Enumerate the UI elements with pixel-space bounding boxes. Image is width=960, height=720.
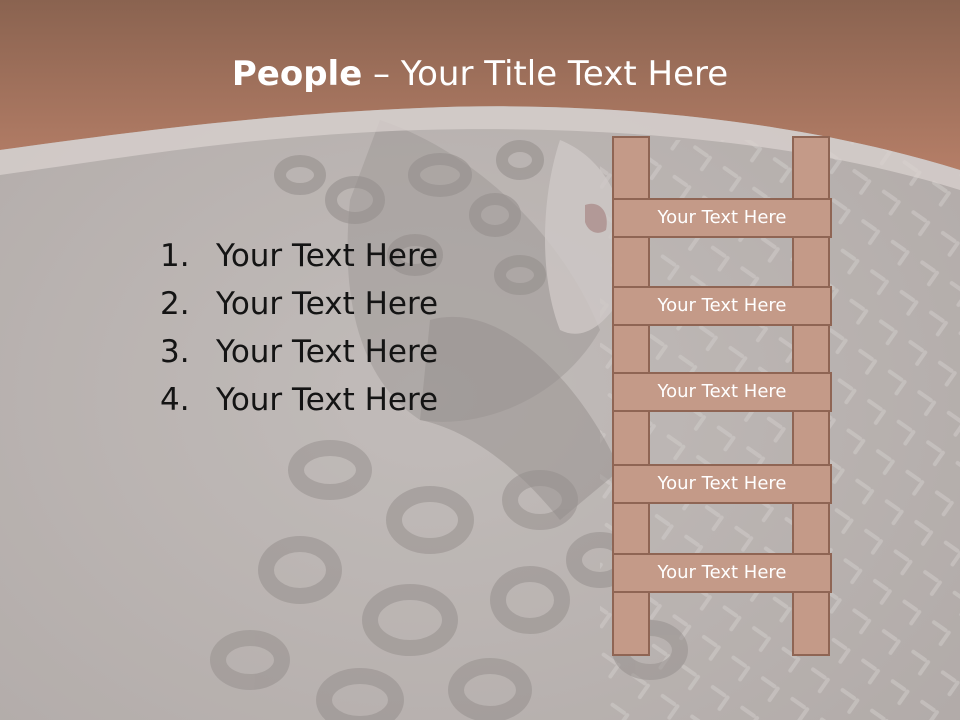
ladder-rung: Your Text Here xyxy=(612,198,832,238)
ladder-rung: Your Text Here xyxy=(612,372,832,412)
list-item: 3. Your Text Here xyxy=(160,328,438,376)
ladder-rung: Your Text Here xyxy=(612,286,832,326)
list-number: 2. xyxy=(160,286,190,322)
list-item: 4. Your Text Here xyxy=(160,376,438,424)
slide-title: People – Your Title Text Here xyxy=(0,52,960,96)
ladder-rung: Your Text Here xyxy=(612,553,832,593)
title-bold: People xyxy=(231,54,363,94)
list-number: 1. xyxy=(160,238,190,274)
list-text: Your Text Here xyxy=(216,334,439,370)
list-text: Your Text Here xyxy=(216,238,439,274)
list-item: 2. Your Text Here xyxy=(160,280,438,328)
list-number: 3. xyxy=(160,334,190,370)
list-item: 1. Your Text Here xyxy=(160,232,438,280)
list-number: 4. xyxy=(160,382,190,418)
list-text: Your Text Here xyxy=(216,382,439,418)
list-text: Your Text Here xyxy=(216,286,439,322)
ladder-rung: Your Text Here xyxy=(612,464,832,504)
numbered-list: 1. Your Text Here 2. Your Text Here 3. Your… xyxy=(160,232,438,424)
title-rest: – Your Title Text Here xyxy=(362,54,729,94)
